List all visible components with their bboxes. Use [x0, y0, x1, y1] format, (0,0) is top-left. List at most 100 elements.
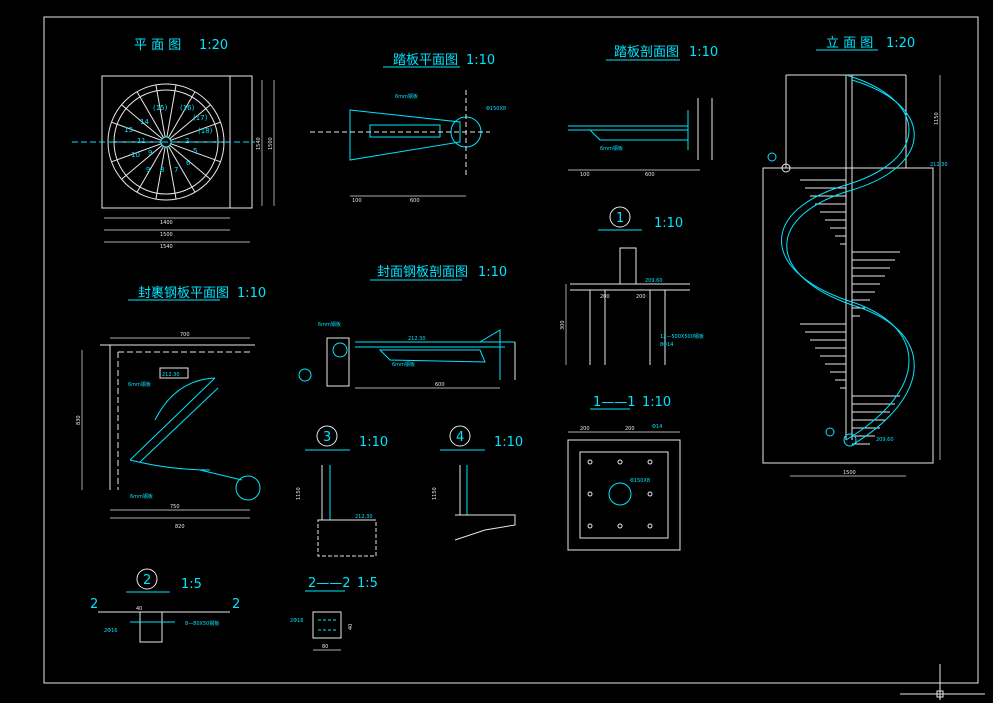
svg-text:700: 700 — [180, 332, 190, 338]
plan-scale: 1:20 — [199, 38, 228, 53]
svg-text:40: 40 — [136, 606, 142, 612]
tread-line — [121, 104, 163, 140]
svg-text:830: 830 — [76, 415, 82, 425]
svg-text:8—80X50钢板: 8—80X50钢板 — [185, 620, 219, 627]
svg-text:1:10: 1:10 — [494, 435, 523, 450]
cover-plate-plan-view: 封裹钢板平面图 1:10 212.30 6mm钢板 6mm钢板 700 750 … — [76, 286, 266, 530]
svg-text:1540: 1540 — [256, 137, 262, 150]
svg-text:209.60: 209.60 — [876, 437, 894, 443]
svg-text:600: 600 — [435, 382, 445, 388]
tread-line — [136, 91, 164, 138]
svg-text:13: 13 — [124, 126, 133, 134]
svg-text:1:10: 1:10 — [654, 216, 683, 231]
tread-plan-view: 踏板平面图 1:10 Φ150X8 6mm钢板 100 600 — [310, 53, 506, 204]
svg-text:2——2: 2——2 — [308, 576, 351, 591]
svg-text:200: 200 — [600, 294, 610, 300]
svg-text:立 面 图: 立 面 图 — [826, 36, 873, 51]
tread-line — [136, 146, 164, 193]
cover-plate-section-view: 封面钢板剖面图 1:10 6mm钢板 6mm钢板 212.30 600 — [298, 265, 516, 389]
svg-text:1400: 1400 — [160, 220, 173, 226]
svg-text:(16): (16) — [180, 104, 195, 112]
svg-text:300: 300 — [560, 320, 566, 330]
tread-line — [155, 84, 166, 138]
svg-text:封面钢板剖面图: 封面钢板剖面图 — [377, 265, 468, 280]
svg-text:2: 2 — [90, 597, 98, 612]
svg-text:100: 100 — [580, 172, 590, 178]
tread-line — [169, 104, 211, 140]
svg-text:209.60: 209.60 — [645, 278, 663, 284]
tread-line — [170, 121, 221, 141]
tread-line — [168, 146, 196, 193]
tread-section-view: 踏板剖面图 1:10 6mm钢板 100 600 — [568, 45, 718, 178]
tread-shape — [349, 109, 461, 161]
svg-text:5: 5 — [193, 147, 197, 155]
svg-text:4: 4 — [456, 430, 464, 445]
detail-2-view: 2 1:5 2 2 40 2Φ16 8—80X50钢板 — [90, 568, 240, 643]
tread-line — [170, 143, 221, 163]
svg-text:2: 2 — [232, 597, 240, 612]
anchor-holes — [587, 459, 653, 529]
svg-text:2Φ16: 2Φ16 — [104, 628, 117, 634]
svg-text:1:10: 1:10 — [689, 45, 718, 60]
svg-text:212.30: 212.30 — [355, 514, 373, 520]
svg-text:6: 6 — [186, 159, 191, 167]
svg-text:600: 600 — [410, 198, 420, 204]
svg-text:1500: 1500 — [268, 137, 274, 150]
detail-1-view: 1 1:10 200 200 209.60 12—500X500钢板 8Φ14 … — [560, 206, 704, 365]
tread-line — [166, 146, 177, 200]
svg-text:(17): (17) — [193, 114, 208, 122]
plan-view: 平 面 图 1:20 (15) (16) (17) (18) 14 13 11 … — [72, 38, 275, 250]
svg-text:11: 11 — [137, 137, 146, 145]
tread-line — [168, 91, 196, 138]
svg-text:封裹钢板平面图: 封裹钢板平面图 — [138, 286, 229, 301]
svg-text:1150: 1150 — [296, 487, 302, 500]
svg-text:8: 8 — [160, 166, 164, 174]
plan-title: 平 面 图 — [134, 38, 181, 53]
svg-text:1500: 1500 — [160, 232, 173, 238]
tread-line — [155, 146, 166, 200]
plan-step-numbers: (15) (16) (17) (18) 14 13 11 10 9 8 7 6 … — [124, 104, 213, 174]
svg-text:(18): (18) — [198, 127, 213, 135]
svg-text:Φ150X8: Φ150X8 — [630, 478, 650, 484]
tread-line — [169, 144, 211, 180]
svg-text:1:5: 1:5 — [181, 577, 202, 592]
svg-text:1:10: 1:10 — [237, 286, 266, 301]
svg-text:10: 10 — [131, 151, 140, 159]
svg-text:1150: 1150 — [432, 487, 438, 500]
svg-text:6mm钢板: 6mm钢板 — [392, 361, 415, 368]
svg-text:80: 80 — [322, 644, 328, 650]
svg-text:2: 2 — [185, 137, 189, 145]
svg-text:7: 7 — [174, 166, 178, 174]
svg-text:9: 9 — [148, 149, 152, 157]
elevation-view: 立 面 图 1:20 212.30 209.60 1500 1150 — [762, 36, 948, 477]
svg-text:1540: 1540 — [160, 244, 173, 250]
svg-text:1:10: 1:10 — [466, 53, 495, 68]
spiral-rail — [781, 74, 910, 441]
svg-text:750: 750 — [170, 504, 180, 510]
svg-text:600: 600 — [645, 172, 655, 178]
svg-text:踏板剖面图: 踏板剖面图 — [614, 45, 679, 60]
svg-text:1: 1 — [616, 211, 624, 226]
elevation-frame — [762, 167, 934, 464]
svg-text:1:10: 1:10 — [359, 435, 388, 450]
svg-text:212.30: 212.30 — [408, 336, 426, 342]
svg-text:2Φ16: 2Φ16 — [290, 618, 303, 624]
svg-text:8Φ14: 8Φ14 — [660, 342, 673, 348]
sheet-border — [43, 16, 979, 684]
svg-text:1500: 1500 — [843, 470, 856, 476]
svg-text:1:10: 1:10 — [642, 395, 671, 410]
detail-4-view: 4 1:10 1150 — [432, 425, 523, 541]
svg-text:820: 820 — [175, 524, 185, 530]
tread-line — [111, 143, 162, 163]
tread-plan-title: 踏板平面图 — [393, 53, 458, 68]
svg-text:212.30: 212.30 — [162, 372, 180, 378]
svg-text:6mm钢板: 6mm钢板 — [130, 493, 153, 500]
svg-text:Φ150X8: Φ150X8 — [486, 106, 506, 112]
svg-text:212.30: 212.30 — [930, 162, 948, 168]
svg-text:1:10: 1:10 — [478, 265, 507, 280]
tread-line — [166, 84, 177, 138]
tread-line — [121, 144, 163, 180]
section-2-2-view: 2——2 1:5 2Φ16 80 40 — [290, 576, 378, 651]
svg-text:6mm钢板: 6mm钢板 — [128, 381, 151, 388]
